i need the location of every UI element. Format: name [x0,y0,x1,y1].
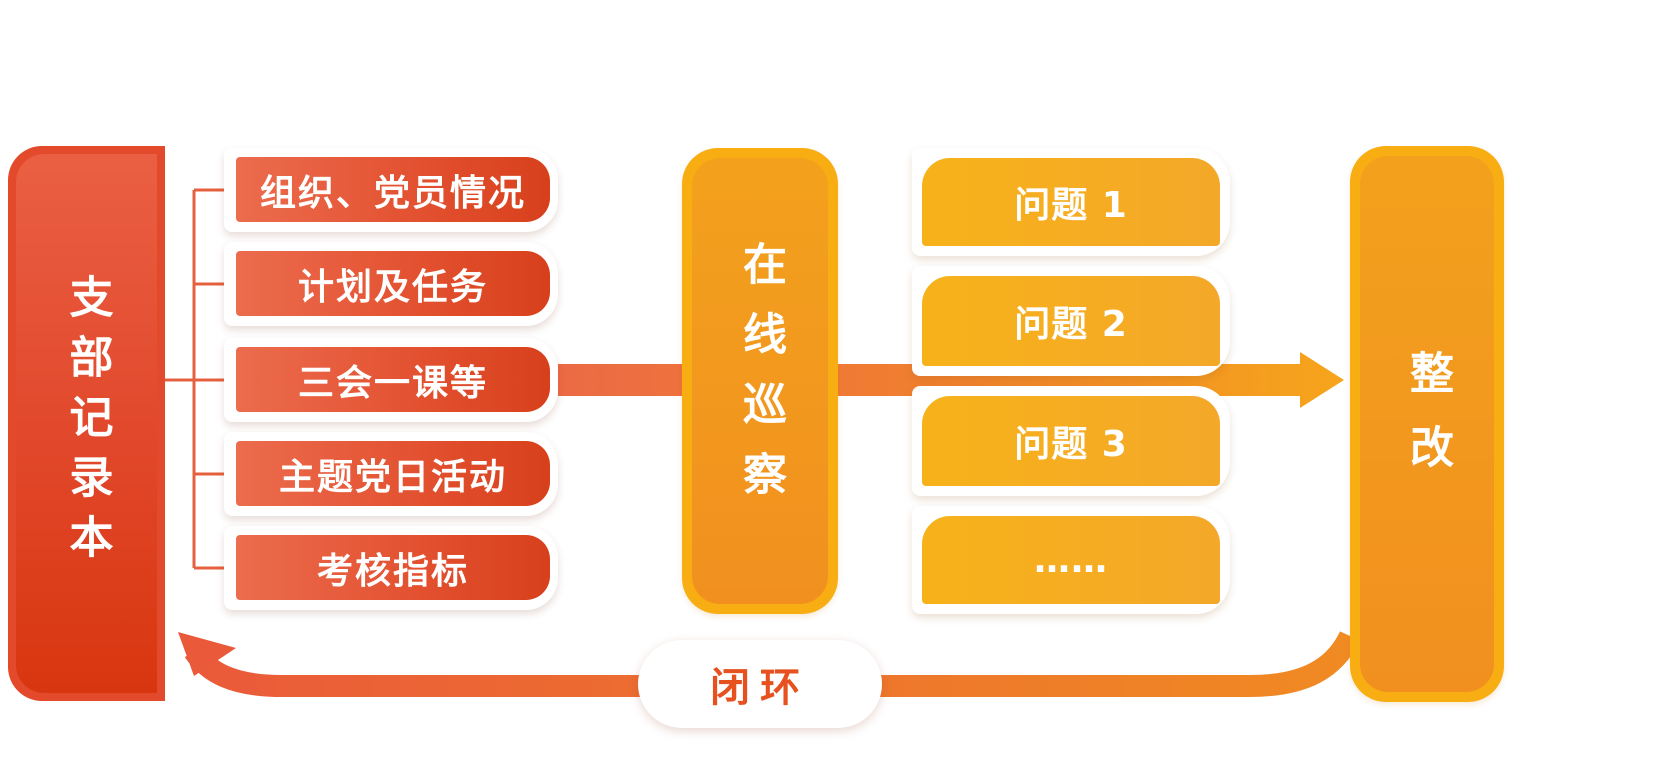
issue-1: 问题 1 [912,148,1230,256]
item-label: 组织、党员情况 [236,157,550,222]
item-label: 考核指标 [236,535,550,600]
loop-return-arrow [184,630,1360,697]
issue-label: 问题 1 [922,158,1220,246]
online-inspection-inner: 在线巡察 [692,158,828,604]
item-label: 计划及任务 [236,251,550,316]
loop-arrow-head [178,632,236,676]
issue-3: 问题 3 [912,386,1230,496]
rectification-column: 整改 [1350,146,1504,702]
item-meetings-lessons: 三会一课等 [224,338,558,422]
issue-label: 问题 3 [922,396,1220,486]
online-inspection-label: 在线巡察 [735,241,786,521]
closed-loop-label: 闭环 [638,640,882,728]
item-label: 三会一课等 [236,347,550,412]
issue-label: 问题 2 [922,276,1220,366]
online-inspection-column: 在线巡察 [682,148,838,614]
item-assessment: 考核指标 [224,526,558,610]
item-org-members: 组织、党员情况 [224,148,558,232]
issue-label: …… [922,516,1220,604]
rectification-label: 整改 [1402,350,1453,498]
rectification-inner: 整改 [1360,156,1494,692]
branch-record-book-inner: 支部记录本 [16,154,157,693]
branch-title: 支部记录本 [61,273,113,574]
issue-more: …… [912,506,1230,614]
branch-record-book: 支部记录本 [8,146,165,701]
issue-2: 问题 2 [912,266,1230,376]
item-plan-tasks: 计划及任务 [224,242,558,326]
item-party-day: 主题党日活动 [224,432,558,516]
bracket-connector [165,188,224,570]
item-label: 主题党日活动 [236,441,550,506]
